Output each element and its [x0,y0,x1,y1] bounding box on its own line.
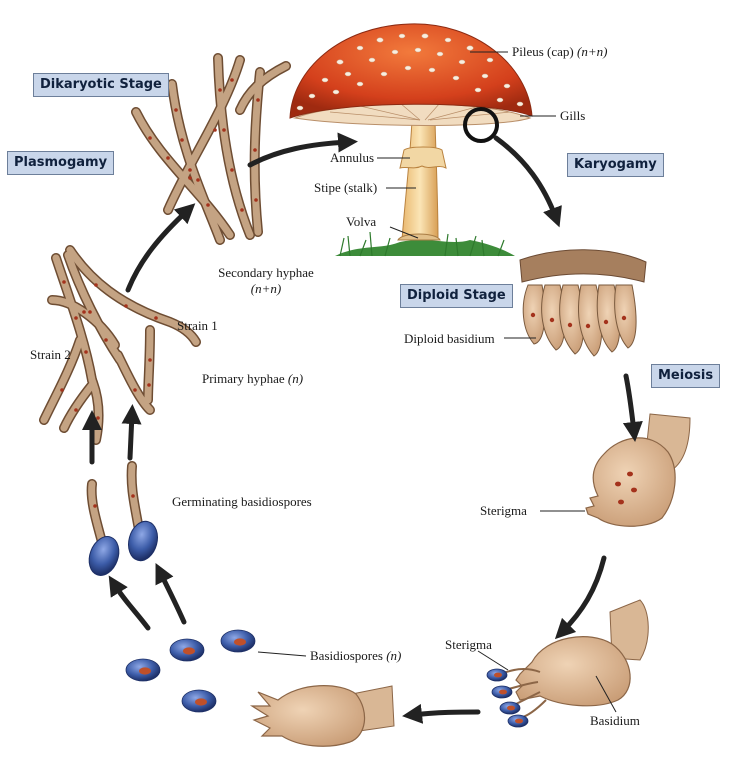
label-basidiospores-ploidy: (n) [386,648,402,663]
basidium-with-spores [486,599,649,728]
label-pileus-text: Pileus (cap) [512,44,577,59]
stage-diploid: Diploid Stage [400,284,513,308]
stage-karyogamy: Karyogamy [567,153,664,177]
arrow-to-spores [554,555,607,640]
empty-basidium [249,685,395,747]
arrow-to-mushroom [247,132,358,168]
arrow-up-spore-left [108,575,151,631]
bottom-right-leaders [477,650,617,713]
label-primary-hyphae: Primary hyphae (n) [202,371,303,387]
label-volva: Volva [346,214,377,229]
label-stipe: Stipe (stalk) [314,180,378,195]
arrow-plasmogamy [125,203,196,293]
volva [397,233,441,241]
label-secondary-hyphae-text: Secondary hyphae [218,265,314,280]
arrow-up-spore-right [155,563,187,625]
label-germinating-basidiospores: Germinating basidiospores [172,494,312,509]
label-primary-hyphae-text: Primary hyphae [202,371,288,386]
arrow-up-hypha-right [121,404,142,461]
label-primary-hyphae-ploidy: (n) [287,371,304,386]
label-secondary-hyphae: Secondary hyphae (n+n) [211,265,321,297]
label-basidium: Basidium [590,713,640,728]
label-strain-1: Strain 1 [177,318,218,333]
label-pileus: Pileus (cap) (n+n) [512,44,607,60]
diploid-basidia-cluster [519,249,647,357]
label-sterigma-1: Sterigma [480,503,527,518]
label-basidiospores: Basidiospores (n) [310,648,401,664]
label-annulus: Annulus [330,150,375,165]
mushroom-leaders [377,51,556,239]
stipe [401,119,439,241]
free-basidiospores [125,629,256,713]
secondary-hyphae [131,53,291,245]
germinating-basidiospores [86,461,158,576]
basidium-meiosis [585,413,691,527]
label-strain-2: Strain 2 [30,347,71,362]
label-gills: Gills [560,108,586,123]
label-diploid-basidium: Diploid basidium [404,331,495,346]
label-basidiospores-text: Basidiospores [310,648,387,663]
arrow-meiosis [622,373,643,442]
arrow-release [402,703,481,724]
stage-dikaryotic: Dikaryotic Stage [33,73,169,97]
cycle-arrows [82,132,643,724]
label-secondary-hyphae-ploidy: (n+n) [250,281,282,296]
grass [335,240,515,256]
pileus-cap [289,23,533,119]
annulus [399,146,447,169]
mushroom [289,23,533,257]
gills-magnifier-ring [463,107,499,143]
stage-plasmogamy: Plasmogamy [7,151,115,175]
label-pileus-ploidy: (n+n) [576,44,608,59]
label-sterigma-2: Sterigma [445,637,492,652]
primary-hyphae [39,245,201,445]
stage-meiosis: Meiosis [651,364,721,388]
arrow-karyogamy [493,135,562,228]
